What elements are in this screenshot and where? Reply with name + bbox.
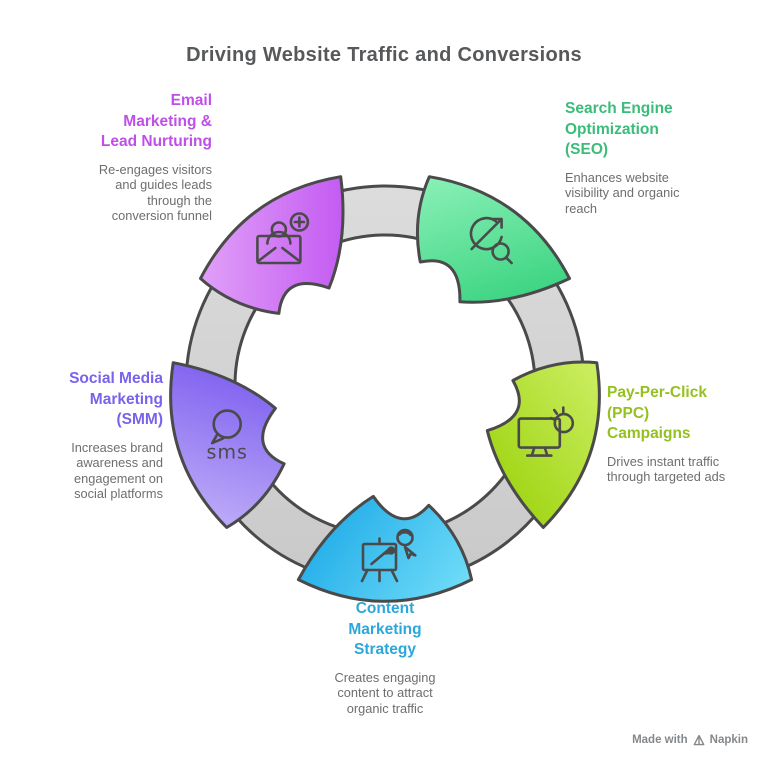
label-ppc-heading: Pay-Per-Click (PPC) Campaigns [607,384,707,443]
svg-text:sms: sms [207,442,248,464]
watermark: Made with Napkin [632,734,748,746]
label-content-desc: Creates engaging content to attract orga… [334,669,436,716]
label-ppc: Pay-Per-Click (PPC) Campaigns Drives ins… [607,383,765,485]
segment-smm-ribbon [169,361,286,529]
label-email-desc: Re-engages visitors and guides leads thr… [98,161,212,223]
label-smm: Social Media Marketing (SMM) Increases b… [13,369,163,501]
label-smm-heading: Social Media Marketing (SMM) [69,370,163,429]
segment-content-ribbon [296,494,474,603]
label-seo-desc: Enhances website visibility and organic … [565,169,680,216]
watermark-text: Made with [632,734,688,746]
segment-email-ribbon [199,175,345,315]
email-add-icon [256,212,310,265]
segment-seo-ribbon [415,175,571,304]
watermark-brand: Napkin [709,734,748,746]
label-seo-heading: Search Engine Optimization (SEO) [565,100,673,159]
label-email: Email Marketing & Lead Nurturing Re-enga… [12,91,212,223]
napkin-logo-icon [693,734,705,746]
label-content: Content Marketing Strategy Creates engag… [305,599,465,716]
label-ppc-desc: Drives instant traffic through targeted … [607,453,726,485]
page-title: Driving Website Traffic and Conversions [186,44,582,66]
label-email-heading: Email Marketing & Lead Nurturing [100,92,212,151]
label-content-heading: Content Marketing Strategy [348,600,422,659]
seo-search-icon [469,216,513,265]
segment-ppc-ribbon [485,360,601,529]
label-seo: Search Engine Optimization (SEO) Enhance… [565,99,750,216]
ppc-monitor-icon [517,406,575,457]
label-smm-desc: Increases brand awareness and engagement… [71,439,163,501]
content-easel-icon [360,528,417,583]
sms-bubble-icon: sms [207,409,248,464]
